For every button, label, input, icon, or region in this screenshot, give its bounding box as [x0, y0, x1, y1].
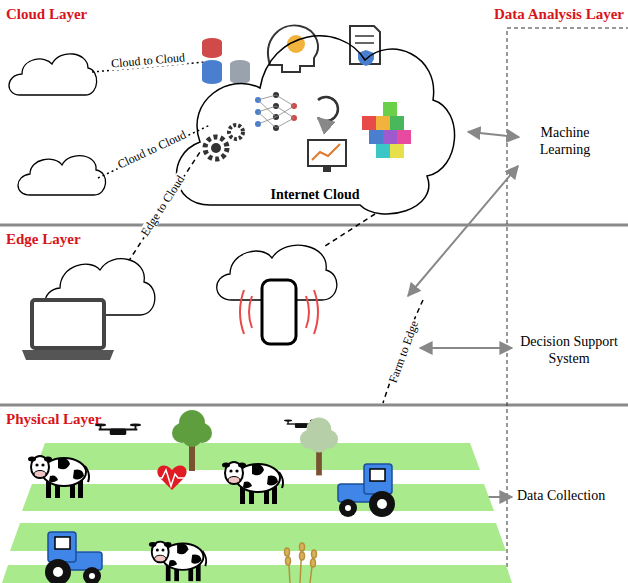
connector [468, 132, 519, 137]
link-label: Edge to Cloud [138, 172, 189, 241]
layer-heading: Cloud Layer [6, 6, 87, 23]
cloud-shape: Internet Cloud [165, 10, 465, 222]
analysis-step: Data Collection [517, 488, 625, 505]
layer-band: Cloud LayerInternet Cloud [0, 0, 628, 225]
analysis-step: Decision Support System [517, 334, 621, 368]
link-label: Farm to Edge [386, 317, 422, 387]
analysis-step-label: Machine Learning [523, 125, 607, 159]
link-label: Cloud to Cloud [109, 51, 188, 71]
analysis-step-label: Data Collection [517, 488, 625, 505]
layer-band: Physical Layer [0, 405, 628, 583]
analysis-step: Machine Learning [523, 125, 607, 159]
analysis-step-label: Decision Support System [517, 334, 621, 368]
layer-heading: Physical Layer [6, 411, 101, 428]
cloud-label: Internet Cloud [165, 187, 465, 203]
analysis-region: Data Analysis LayerMachine LearningDecis… [507, 0, 628, 583]
link-label: Cloud to Cloud [114, 128, 190, 173]
layer-heading: Edge Layer [6, 231, 81, 248]
layer-band: Edge Layer [0, 225, 628, 405]
layer-heading: Data Analysis Layer [494, 6, 624, 23]
